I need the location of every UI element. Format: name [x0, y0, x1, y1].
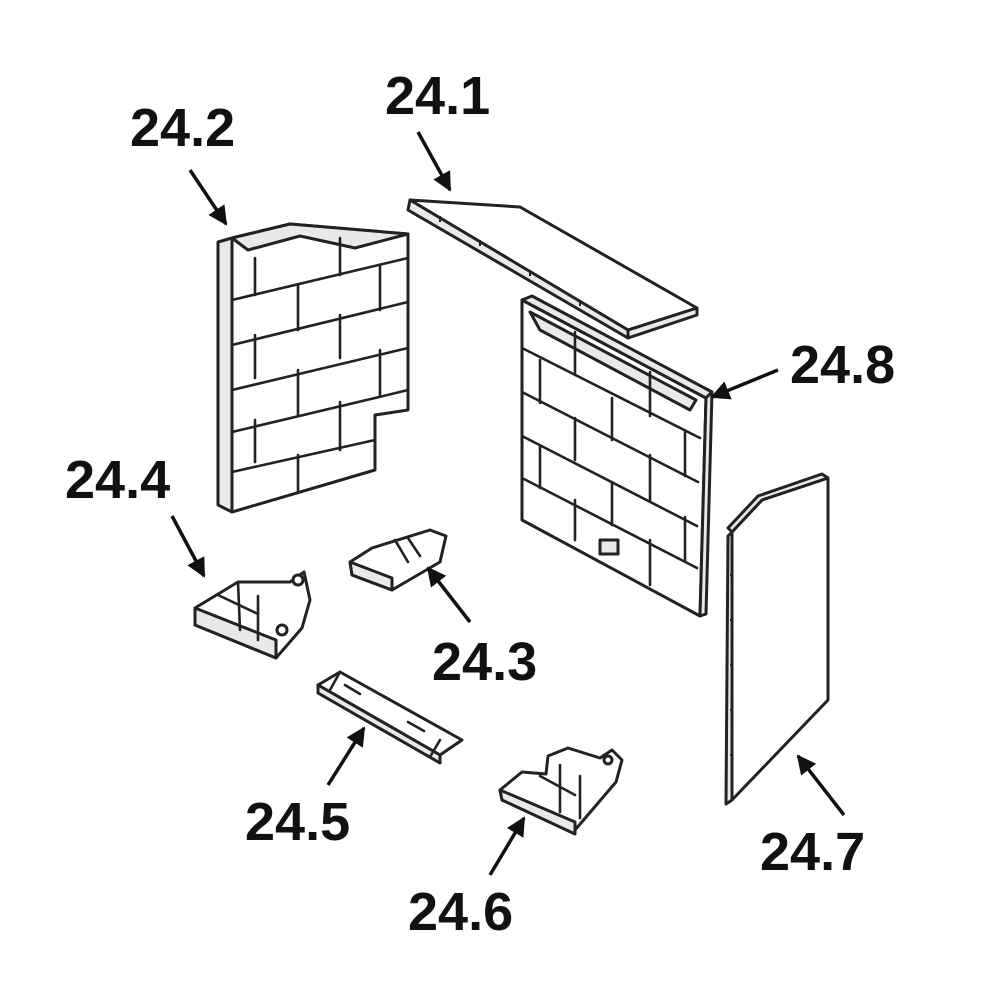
- left-front-hearth-part: [193, 570, 312, 660]
- baffle-top-part: [406, 198, 699, 340]
- arrow-24-6: [488, 816, 526, 876]
- rear-wall-part: [520, 294, 714, 618]
- label-24-6: 24.6: [408, 882, 513, 942]
- center-log-support-part: [348, 528, 448, 592]
- label-24-7: 24.7: [760, 822, 865, 882]
- callout-arrows: [170, 131, 846, 876]
- center-hearth-bar-part: [316, 670, 464, 765]
- arrow-24-3: [426, 566, 472, 624]
- arrow-24-7: [796, 754, 846, 817]
- right-front-hearth-part: [498, 746, 624, 836]
- arrow-24-2: [188, 169, 228, 226]
- left-side-wall-part: [216, 222, 410, 514]
- label-24-3: 24.3: [432, 632, 537, 692]
- arrow-24-1: [416, 131, 452, 192]
- label-24-2: 24.2: [130, 98, 235, 158]
- arrow-24-4: [170, 515, 206, 578]
- label-24-4: 24.4: [65, 450, 170, 510]
- arrow-24-8: [710, 368, 779, 400]
- label-24-1: 24.1: [385, 66, 490, 126]
- label-24-8: 24.8: [790, 335, 895, 395]
- label-24-5: 24.5: [245, 792, 350, 852]
- right-side-panel-part: [724, 472, 830, 806]
- arrow-24-5: [326, 726, 366, 786]
